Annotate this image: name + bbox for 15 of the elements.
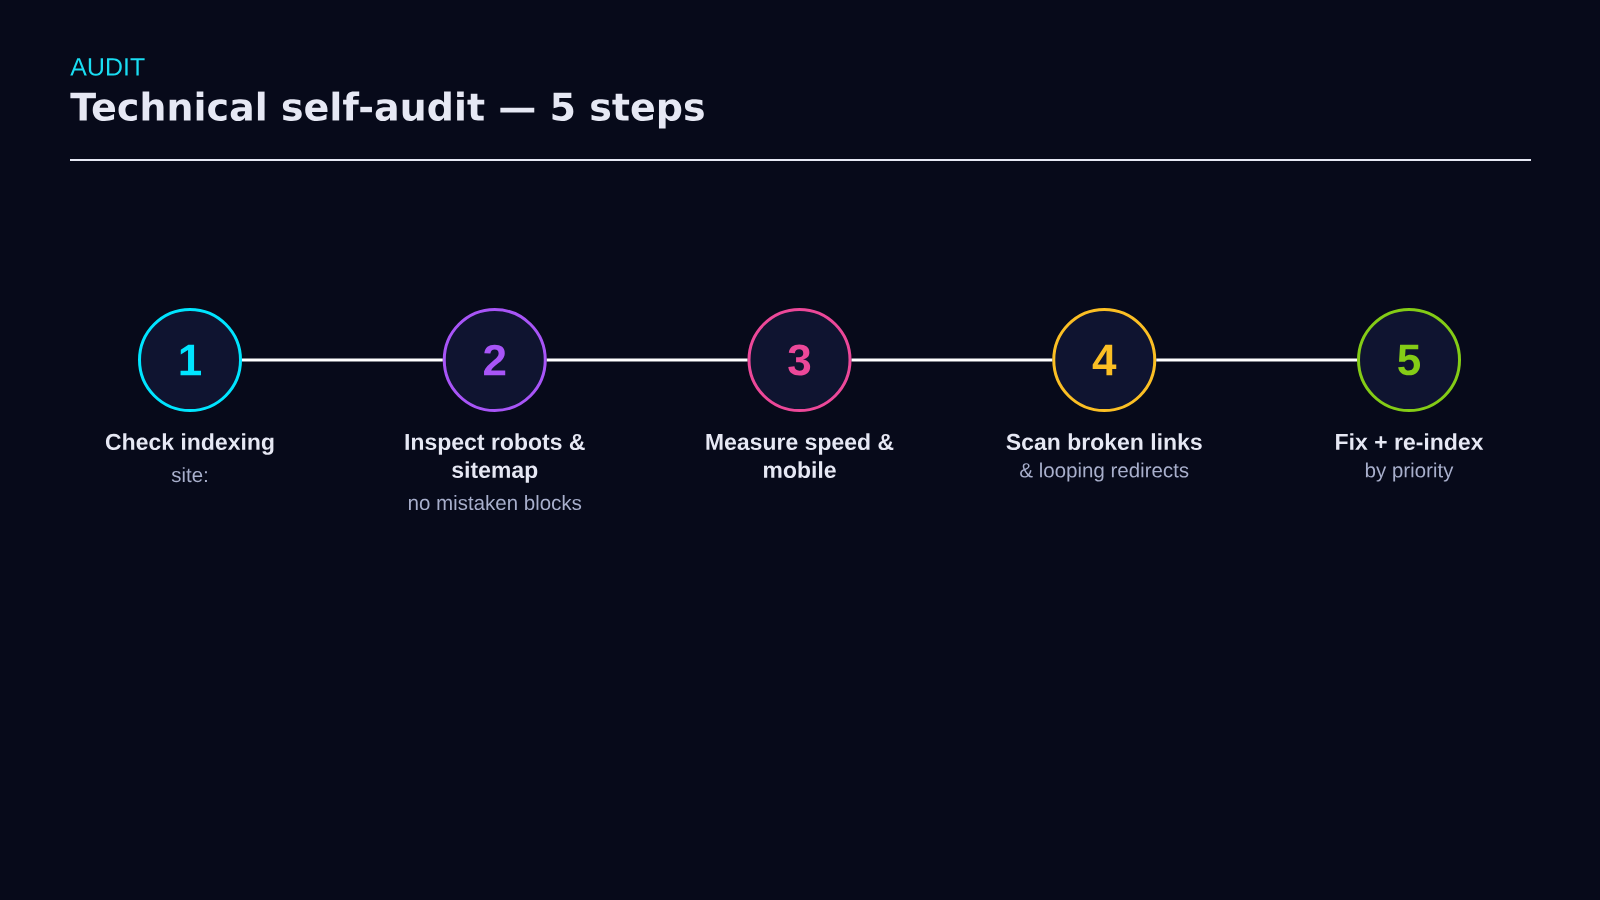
step-note: site: <box>171 467 207 483</box>
step-note: by priority <box>1365 462 1454 482</box>
step-title: Measure speed & mobile <box>706 433 894 479</box>
step-title: Scan broken links <box>1006 433 1202 451</box>
heading: Technical self-audit — 5 steps <box>70 91 704 129</box>
connector-line <box>851 358 1053 362</box>
step-title: Inspect robots & sitemap <box>405 433 585 483</box>
connector-line <box>1156 358 1357 362</box>
step-note: & looping redirects <box>1020 462 1189 482</box>
step-note: no mistaken blocks <box>408 495 582 511</box>
connector-line <box>546 358 748 362</box>
connector-line <box>242 358 443 362</box>
step-title: Fix + re-index <box>1336 433 1484 451</box>
step-title: Check indexing <box>105 433 274 455</box>
kicker-text: AUDIT <box>70 58 145 76</box>
